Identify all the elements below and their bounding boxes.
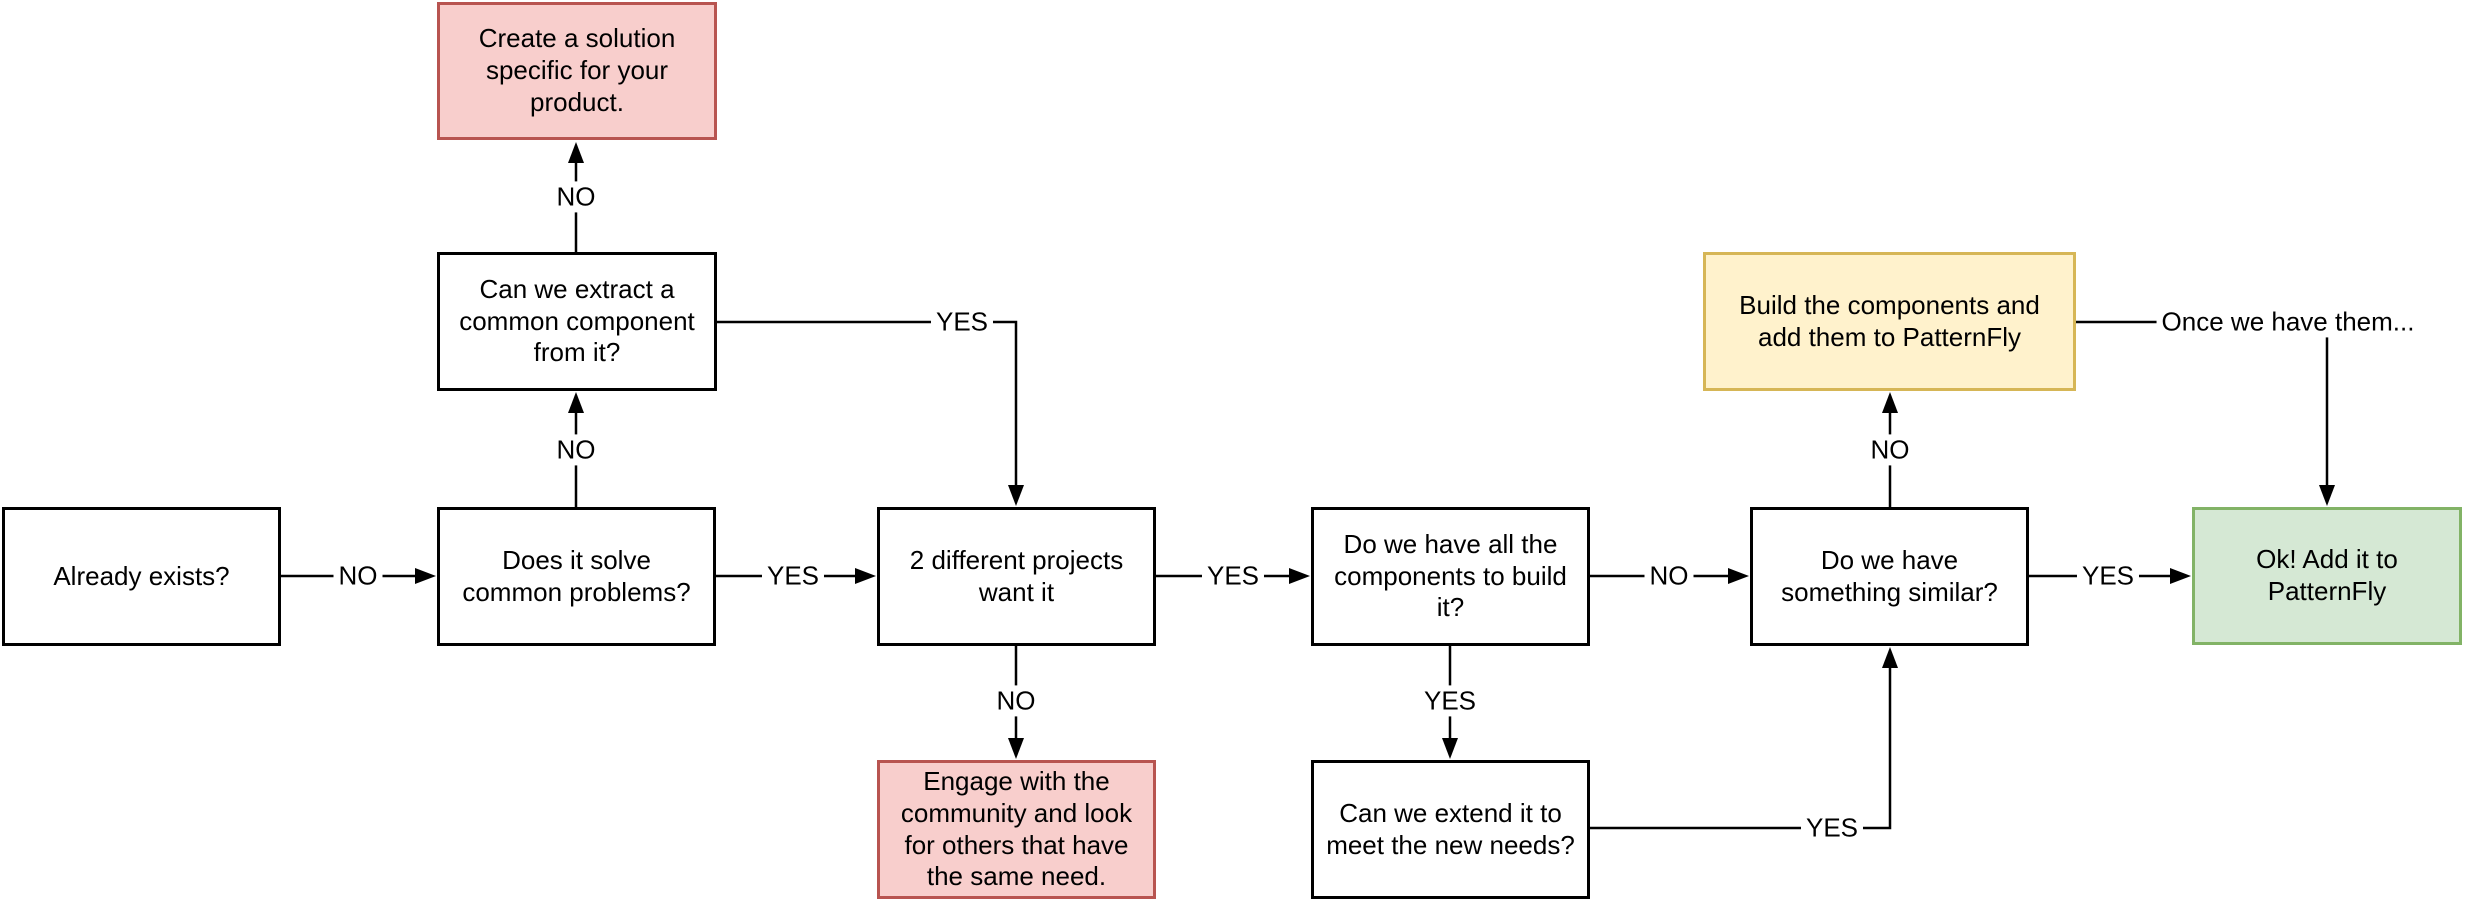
node-ok-add-to-patternfly: Ok! Add it to PatternFly bbox=[2192, 507, 2462, 645]
edge-label-solve-to-two-projects: YES bbox=[761, 560, 825, 592]
node-extend-to-meet-needs: Can we extend it to meet the new needs? bbox=[1311, 760, 1590, 899]
node-engage-community: Engage with the community and look for o… bbox=[877, 760, 1156, 899]
edge-label-solve-to-extract: NO bbox=[551, 434, 601, 466]
edge-label-extend-to-something-similar: YES bbox=[1800, 812, 1864, 844]
edge-label-something-similar-to-build: NO bbox=[1865, 434, 1915, 466]
edge-label-two-projects-to-engage: NO bbox=[991, 685, 1041, 717]
edge-label-build-to-ok: Once we have them... bbox=[2156, 306, 2420, 338]
edge-label-have-all-to-something-similar: NO bbox=[1644, 560, 1694, 592]
node-build-components: Build the components and add them to Pat… bbox=[1703, 252, 2076, 391]
edge-build-to-ok bbox=[2076, 320, 2335, 506]
edge-label-something-similar-to-ok: YES bbox=[2076, 560, 2140, 592]
edge-extract-to-two-projects bbox=[716, 320, 1024, 506]
node-create-solution: Create a solution specific for your prod… bbox=[437, 2, 717, 140]
node-two-projects-want-it: 2 different projects want it bbox=[877, 507, 1156, 646]
edge-label-two-projects-to-have-all: YES bbox=[1201, 560, 1265, 592]
node-have-all-components: Do we have all the components to build i… bbox=[1311, 507, 1590, 646]
edge-extend-to-something-similar bbox=[1590, 647, 1898, 830]
node-already-exists: Already exists? bbox=[2, 507, 281, 646]
node-solve-common-problems: Does it solve common problems? bbox=[437, 507, 716, 646]
edge-label-have-all-to-extend: YES bbox=[1418, 685, 1482, 717]
edge-label-already-to-solve: NO bbox=[333, 560, 383, 592]
edge-label-extract-to-two-projects: YES bbox=[930, 306, 994, 338]
node-extract-component: Can we extract a common component from i… bbox=[437, 252, 717, 391]
edge-label-extract-to-create: NO bbox=[551, 181, 601, 213]
node-something-similar: Do we have something similar? bbox=[1750, 507, 2029, 646]
